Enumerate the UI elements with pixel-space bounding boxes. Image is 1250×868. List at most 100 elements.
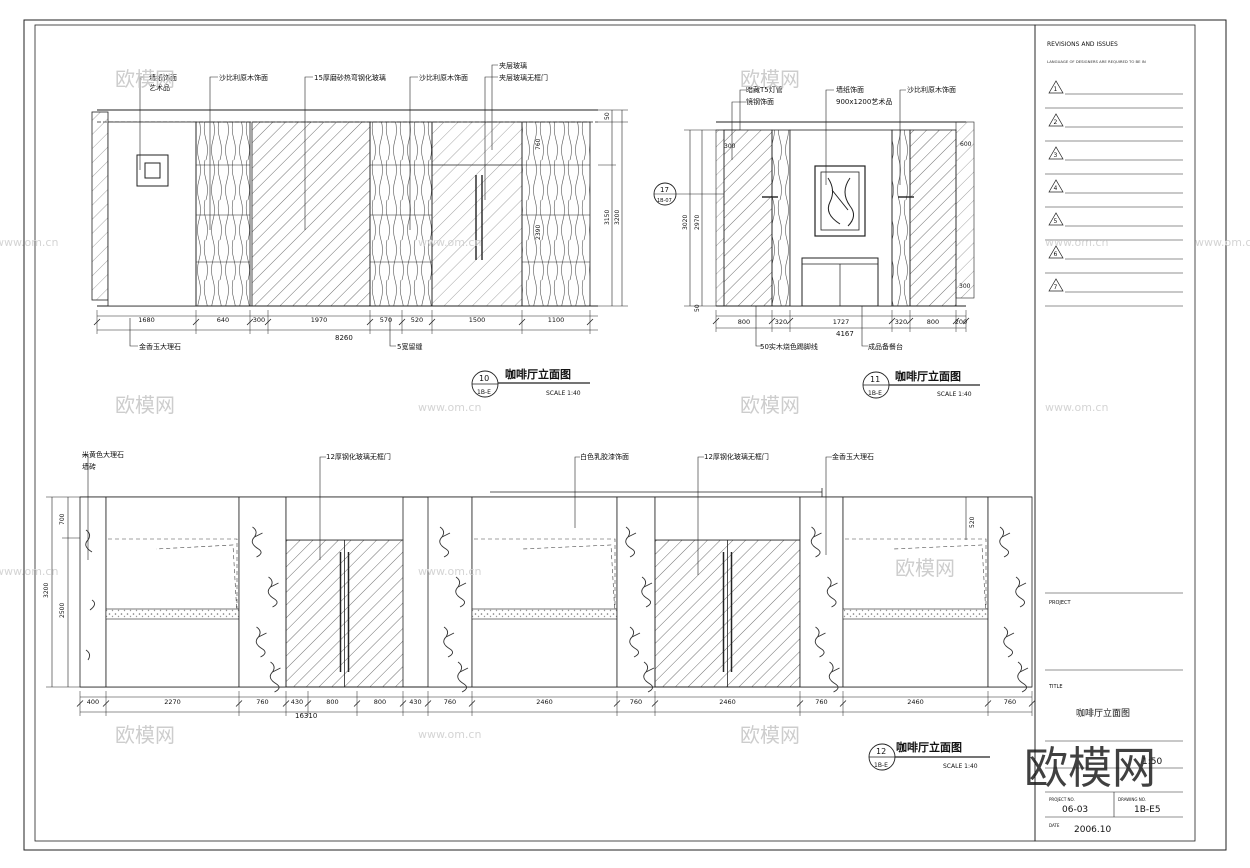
watermark-brand: 欧模网: [115, 393, 175, 417]
e11-vdim-300-right: 300: [959, 283, 971, 290]
e10-label-gap: 5宽留缝: [397, 342, 422, 351]
e12-vdim-2500: 2500: [59, 603, 66, 618]
dimension-label: 400: [87, 698, 99, 706]
latex-paint-wall: [842, 496, 989, 688]
latex-paint-wall: [105, 496, 240, 688]
dimension-label: 1100: [548, 316, 565, 324]
e12-marker-ref: 1B-E: [874, 762, 888, 769]
e12-vdim-520: 520: [969, 516, 976, 528]
e10-label-wood-2: 沙比利原木饰面: [419, 73, 468, 82]
revision-triangle-icon: [1048, 146, 1064, 160]
watermark-site: www.om.cn: [1045, 236, 1108, 249]
e11-title: 咖啡厅立面图: [895, 369, 961, 383]
revision-mark: 3: [1054, 152, 1058, 159]
e10-vdim-760: 760: [535, 138, 542, 150]
watermark-brand: 欧模网: [895, 556, 955, 580]
e10-label-art: 艺术品: [149, 83, 170, 92]
e11-callout-ref: 1B-07: [657, 198, 672, 204]
watermark-site: www.om.cn: [0, 236, 58, 249]
e10-marker-number: 10: [479, 374, 489, 383]
marble-column: [238, 496, 287, 688]
title-label: TITLE: [1048, 684, 1063, 690]
revision-mark: 6: [1054, 251, 1058, 258]
e11-scale: SCALE 1:40: [937, 391, 972, 398]
watermarks: 欧模网 欧模网 欧模网 欧模网 欧模网 欧模网 欧模网 www.om.cn ww…: [0, 67, 1250, 794]
dimension-label: 760: [444, 698, 456, 706]
e12-label-beige-marble: 米黄色大理石: [82, 450, 124, 459]
revision-mark: 5: [1054, 218, 1058, 225]
e11-total-dim: 4167: [836, 330, 854, 338]
dimension-label: 2460: [536, 698, 553, 706]
revision-triangle-icon: [1048, 245, 1064, 259]
dimension-label: 2270: [164, 698, 181, 706]
revision-triangle-icon: [1048, 80, 1064, 94]
dimension-label: 760: [256, 698, 268, 706]
latex-paint-wall: [471, 496, 618, 688]
dimension-label: 2460: [719, 698, 736, 706]
dimension-label: 640: [217, 316, 229, 324]
watermark-site: www.om.cn: [1045, 401, 1108, 414]
revision-triangle-icon: [1048, 278, 1064, 292]
dimension-label: 760: [1004, 698, 1016, 706]
e12-vdim-700: 700: [59, 513, 66, 525]
dimension-label: 320: [895, 318, 907, 326]
date-label: DATE: [1049, 823, 1060, 828]
watermark-brand: 欧模网: [740, 393, 800, 417]
e11-label-t5-light: 暗藏T5灯管: [746, 85, 783, 94]
revision-mark: 1: [1054, 86, 1058, 93]
e10-vdim-3150: 3150: [604, 210, 611, 225]
title-block-drawing-title: 咖啡厅立面图: [1076, 707, 1130, 719]
revisions-heading: REVISIONS AND ISSUES: [1047, 41, 1118, 48]
marble-column: [799, 496, 844, 688]
watermark-brand: 欧模网: [740, 67, 800, 91]
e11-label-wood: 沙比利原木饰面: [907, 85, 956, 94]
title-block: REVISIONS AND ISSUES LANGUAGE OF DESIGNE…: [1034, 24, 1196, 842]
e11-vdim-2970: 2970: [694, 215, 701, 230]
e12-label-tile: 墙砖: [82, 462, 96, 471]
dimension-label: 430: [291, 698, 303, 706]
stone-band: [842, 608, 989, 620]
dimension-label: 760: [815, 698, 827, 706]
revision-triangle-icon: [1048, 179, 1064, 193]
dimension-label: 1727: [833, 318, 850, 326]
wood-panel-1: [195, 121, 251, 307]
date-value: 2006.10: [1074, 825, 1111, 835]
elevation-11-dimension-ticks: [712, 310, 970, 332]
scale-value: 1:50: [1142, 757, 1162, 767]
dimension-label: 800: [927, 318, 939, 326]
e11-marker-number: 11: [870, 375, 880, 384]
glass-door: [431, 121, 523, 307]
dimension-label: 2460: [907, 698, 924, 706]
watermark-brand: 欧模网: [115, 723, 175, 747]
stone-band: [105, 608, 240, 620]
dimension-label: 320: [775, 318, 787, 326]
elevation-12-bays: [79, 496, 1033, 693]
e12-label-marble: 金香玉大理石: [832, 452, 874, 461]
e11-label-art: 900x1200艺术品: [836, 97, 892, 106]
watermark-site: www.om.cn: [418, 728, 481, 741]
watermark-site: www.om.cn: [418, 236, 481, 249]
elevation-10-dimension-ticks: [93, 310, 594, 334]
marble-column: [616, 496, 656, 688]
drawing-no-label: DRAWING NO.: [1118, 797, 1146, 802]
revision-triangle-icon: [1048, 113, 1064, 127]
watermark-site: www.om.cn: [0, 565, 58, 578]
e10-vdim-3200: 3200: [614, 210, 621, 225]
marble-column: [987, 496, 1033, 688]
dimension-label: 800: [738, 318, 750, 326]
revision-mark: 2: [1054, 119, 1058, 126]
e10-vdim-2390: 2390: [535, 225, 542, 240]
bent-glass-panel: [251, 121, 371, 307]
dimension-label: 430: [409, 698, 421, 706]
e10-label-bent-glass: 15厚磨砂热弯钢化玻璃: [314, 73, 386, 82]
watermark-site: www.om.cn: [418, 565, 481, 578]
e11-vdim-50: 50: [694, 304, 701, 312]
dimension-label: 1970: [311, 316, 328, 324]
e11-vdim-3020: 3020: [682, 215, 689, 230]
e11-vdim-300-left: 300: [724, 143, 736, 150]
